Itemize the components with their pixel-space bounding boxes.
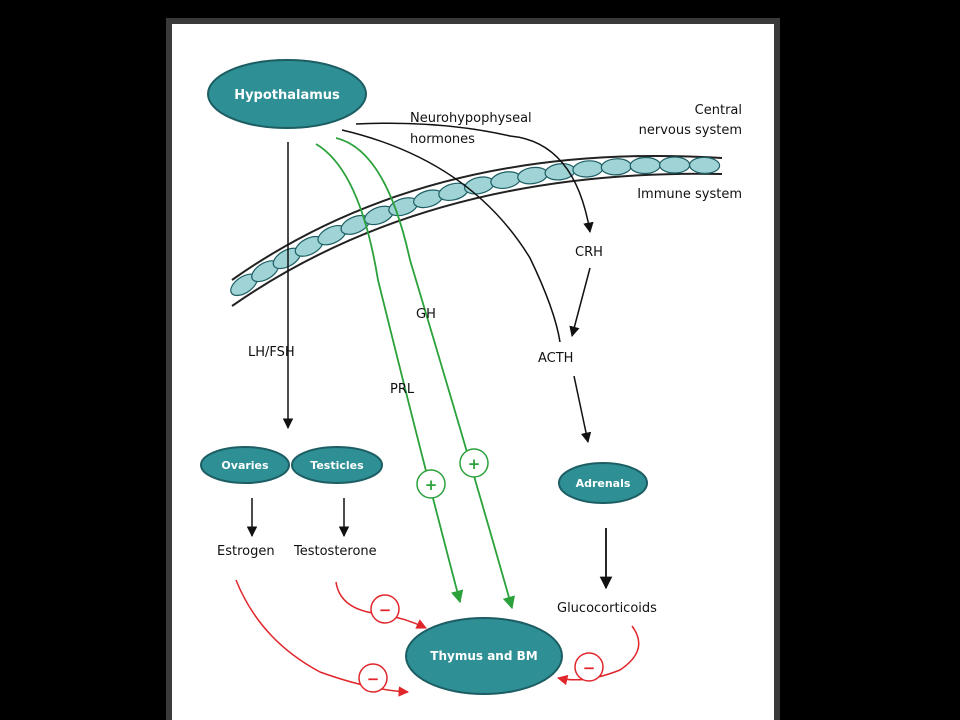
sign-plus-gh: + xyxy=(459,448,489,478)
svg-text:−: − xyxy=(367,670,380,688)
vessel-band xyxy=(230,154,723,307)
vessel-cell xyxy=(629,156,661,175)
testicles-node: Testicles xyxy=(291,446,383,484)
thymus-node: Thymus and BM xyxy=(405,617,563,695)
testosterone-label: Testosterone xyxy=(293,544,377,559)
vessel-cell xyxy=(658,156,691,174)
vessel-cell xyxy=(600,158,632,176)
vessel-cell xyxy=(544,163,576,181)
hypothalamus-node: Hypothalamus xyxy=(207,59,367,129)
sign-minus-testosterone: − xyxy=(370,594,400,624)
prl-label: PRL xyxy=(390,382,415,397)
svg-text:Adrenals: Adrenals xyxy=(576,477,631,490)
diagram-frame xyxy=(166,18,780,720)
neurohypophyseal-to-crh-arrow xyxy=(355,122,594,234)
cns-label-2: nervous system xyxy=(639,123,742,138)
adrenals-node: Adrenals xyxy=(558,462,648,504)
sign-plus-prl: + xyxy=(416,469,446,499)
gh-label: GH xyxy=(416,307,436,322)
svg-text:−: − xyxy=(379,601,392,619)
lhfsh-label: LH/FSH xyxy=(248,345,295,360)
crh-label: CRH xyxy=(575,245,603,260)
hypothalamus-to-acth-line xyxy=(341,129,561,343)
black-pathways xyxy=(246,122,613,590)
glucocorticoids-label: Glucocorticoids xyxy=(557,601,657,616)
vessel-cell xyxy=(517,166,549,185)
ovaries-node: Ovaries xyxy=(200,446,290,484)
gh-arrow xyxy=(335,137,515,610)
acth-label: ACTH xyxy=(538,351,573,366)
vessel-cell xyxy=(438,182,469,202)
neurohypophyseal-label-1: Neurohypophyseal xyxy=(410,111,532,126)
crh-to-acth-arrow xyxy=(569,267,591,338)
svg-text:+: + xyxy=(468,455,481,473)
sign-minus-glucocorticoids: − xyxy=(574,652,604,682)
glucocorticoids-inhibit-arrow xyxy=(556,625,640,686)
svg-text:Testicles: Testicles xyxy=(310,459,364,472)
diagram-canvas xyxy=(172,24,774,720)
svg-text:Thymus and BM: Thymus and BM xyxy=(430,649,537,663)
vessel-cell xyxy=(572,160,604,178)
vessel-cell xyxy=(463,176,495,195)
cns-label-1: Central xyxy=(695,103,742,118)
svg-text:+: + xyxy=(425,476,438,494)
neurohypophyseal-label-2: hormones xyxy=(410,132,475,147)
acth-to-adrenals-arrow xyxy=(573,375,592,444)
sign-minus-estrogen: − xyxy=(358,663,388,693)
green-pathways xyxy=(315,137,515,610)
vessel-cells xyxy=(230,156,721,297)
vessel-cell xyxy=(689,156,721,175)
immune-system-label: Immune system xyxy=(637,187,742,202)
svg-text:−: − xyxy=(583,659,596,677)
vessel-cell xyxy=(490,171,522,190)
svg-text:Ovaries: Ovaries xyxy=(221,459,269,472)
estrogen-label: Estrogen xyxy=(217,544,275,559)
prl-arrow xyxy=(315,143,464,604)
svg-text:Hypothalamus: Hypothalamus xyxy=(234,88,340,103)
